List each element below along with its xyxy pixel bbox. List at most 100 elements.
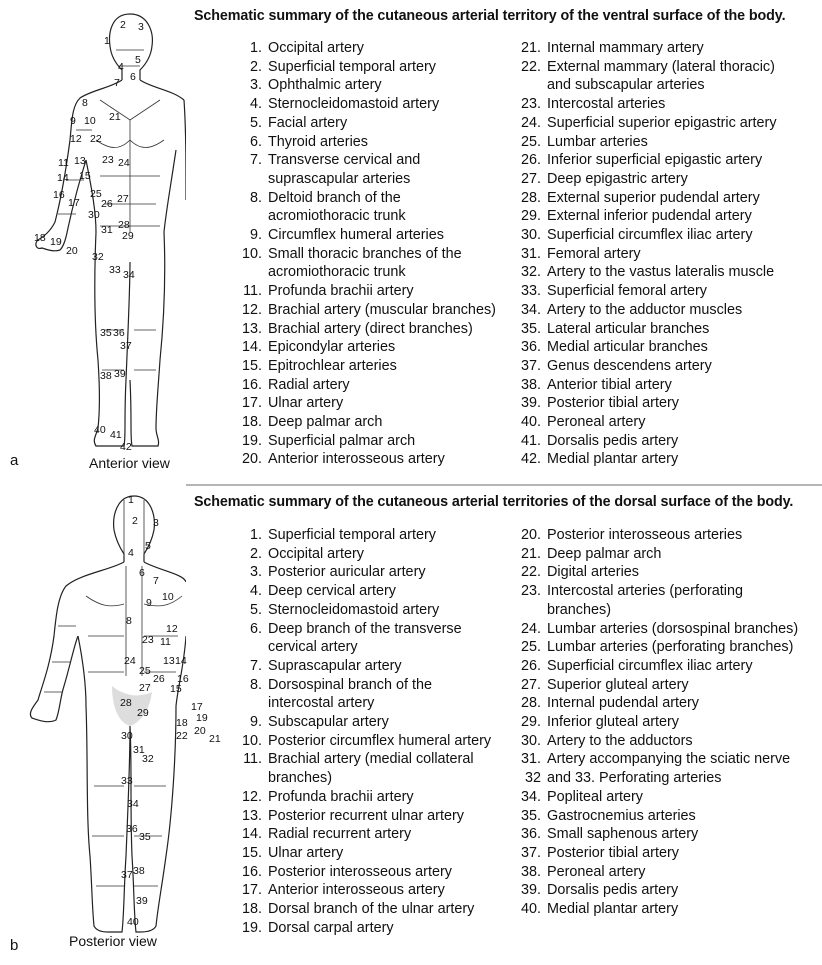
panel-title: Schematic summary of the cutaneous arter… (194, 8, 786, 24)
figure-number: 7 (114, 77, 120, 89)
figure-number: 14 (57, 172, 69, 184)
list-item: 8.Deltoid branch of the acromiothoracic … (249, 189, 406, 225)
figure-number: 9 (146, 597, 152, 609)
figure-number: 14 (175, 655, 187, 667)
list-item: 39.Dorsalis pedis artery (520, 882, 679, 899)
list-item: 10.Posterior circumflex humeral artery (241, 732, 492, 749)
figure-number: 5 (145, 540, 151, 552)
figure-number: 19 (50, 236, 62, 248)
figure-number: 21 (209, 733, 221, 745)
list-item: 11.Profunda brachii artery (243, 283, 414, 300)
panel-posterior: 1 2 3 4 5 6 7 8 9 10 11 12 13 14 15 16 1… (0, 486, 822, 965)
figure-number: 3 (138, 21, 144, 33)
list-item: 16.Posterior interosseous artery (241, 863, 452, 880)
list-item: 18.Dorsal branch of the ulnar artery (241, 901, 475, 918)
list-item: 7.Suprascapular artery (249, 657, 402, 674)
territory-list-right: 21.Internal mammary artery 22.External m… (517, 39, 777, 469)
list-item: 40.Peroneal artery (520, 414, 646, 431)
figure-number: 8 (126, 615, 132, 627)
panel-title: Schematic summary of the cutaneous arter… (194, 494, 794, 510)
figure-number: 38 (133, 865, 145, 877)
figure-number: 9 (70, 115, 76, 127)
list-item: 11.Brachial artery (medial collateral br… (243, 751, 474, 787)
list-item: 34.Popliteal artery (520, 788, 643, 805)
figure-number: 41 (110, 429, 122, 441)
figure-number: 15 (79, 170, 91, 182)
figure-number: 36 (126, 823, 138, 835)
figure-number: 35 (139, 831, 151, 843)
list-item: 4.Sternocleidomastoid artery (249, 96, 440, 113)
figure-number: 32 (92, 251, 104, 263)
list-item: 2.Occipital artery (249, 545, 364, 562)
figure-number: 7 (153, 575, 159, 587)
figure-number: 37 (120, 340, 132, 352)
figure-number: 39 (136, 895, 148, 907)
figure-number: 11 (58, 157, 69, 169)
figure-number: 13 (74, 155, 86, 167)
list-item: 25.Lumbar arteries (perforating branches… (520, 639, 794, 656)
figure-number: 17 (68, 197, 80, 209)
figure-number: 37 (121, 869, 133, 881)
territory-list-right: 20.Posterior interosseous arteries 21.De… (517, 526, 798, 919)
figure-number: 25 (90, 188, 102, 200)
list-item: 21.Deep palmar arch (520, 545, 662, 562)
figure-number: 16 (53, 189, 65, 201)
posterior-body-figure (29, 495, 186, 933)
list-item: 13.Brachial artery (direct branches) (241, 320, 473, 337)
figure-number: 2 (120, 19, 126, 31)
list-item: 20.Posterior interosseous arteries (520, 527, 743, 543)
view-label: Posterior view (69, 933, 157, 949)
list-item: 6.Thyroid arteries (249, 133, 368, 150)
figure-number: 4 (128, 547, 134, 559)
figure-number: 13 (163, 655, 175, 667)
figure-number: 10 (162, 591, 174, 603)
list-item: 12.Profunda brachii artery (241, 788, 414, 805)
list-item: 27.Deep epigastric artery (520, 170, 688, 187)
list-item: 10.Small thoracic branches of the acromi… (241, 245, 462, 281)
list-item: 27.Superior gluteal artery (520, 676, 689, 693)
list-item: 32.Artery to the vastus lateralis muscle (520, 264, 775, 281)
figure-number: 3 (153, 517, 159, 529)
territory-list-left: 1.Superficial temporal artery 2.Occipita… (238, 526, 491, 937)
list-item: 30.Superficial circumflex iliac artery (520, 227, 753, 244)
figure-number: 12 (166, 623, 178, 635)
list-item: 28.Internal pudendal artery (520, 695, 700, 712)
list-item: 19.Superficial palmar arch (241, 432, 416, 449)
figure-number: 27 (139, 682, 151, 694)
list-item: 13.Posterior recurrent ulnar artery (241, 807, 464, 824)
figure-number: 18 (176, 717, 188, 729)
figure-number: 2 (132, 515, 138, 527)
figure-number: 32 (142, 753, 154, 765)
list-item: 5.Facial artery (249, 114, 348, 131)
list-item: 39.Posterior tibial artery (520, 395, 679, 412)
figure-number: 34 (123, 269, 135, 281)
panel-divider (186, 484, 822, 486)
list-item: 9.Circumflex humeral arteries (249, 227, 444, 244)
list-item: 29.Inferior gluteal artery (520, 714, 679, 731)
list-item: 42.Medial plantar artery (520, 451, 679, 468)
list-item: 16.Radial artery (241, 376, 350, 393)
list-item: 34.Artery to the adductor muscles (520, 301, 743, 318)
figure-number: 34 (127, 798, 139, 810)
list-item: 2.Superficial temporal artery (249, 58, 436, 75)
figure-number: 40 (94, 424, 106, 436)
figure-number: 40 (127, 916, 139, 928)
list-item: 33.Superficial femoral artery (520, 283, 707, 300)
figure-number: 24 (124, 655, 136, 667)
figure-number: 16 (177, 673, 189, 685)
figure-number: 20 (194, 725, 206, 737)
list-item: 12.Brachial artery (muscular branches) (241, 301, 496, 318)
list-item: 30.Artery to the adductors (520, 732, 693, 749)
list-item: 38.Peroneal artery (520, 863, 646, 880)
figure-number: 33 (109, 264, 121, 276)
figure-number: 22 (90, 133, 102, 145)
figure-number: 29 (122, 230, 134, 242)
list-item: 23.Intercostal arteries (perforating bra… (520, 583, 743, 618)
list-item: 6.Deep branch of the transverse cervical… (249, 620, 462, 656)
figure-number: 30 (121, 730, 133, 742)
figure-number: 33 (121, 775, 133, 787)
figure-number: 25 (139, 665, 151, 677)
anterior-body-figure (35, 13, 186, 447)
list-item: 40.Medial plantar artery (520, 901, 679, 918)
